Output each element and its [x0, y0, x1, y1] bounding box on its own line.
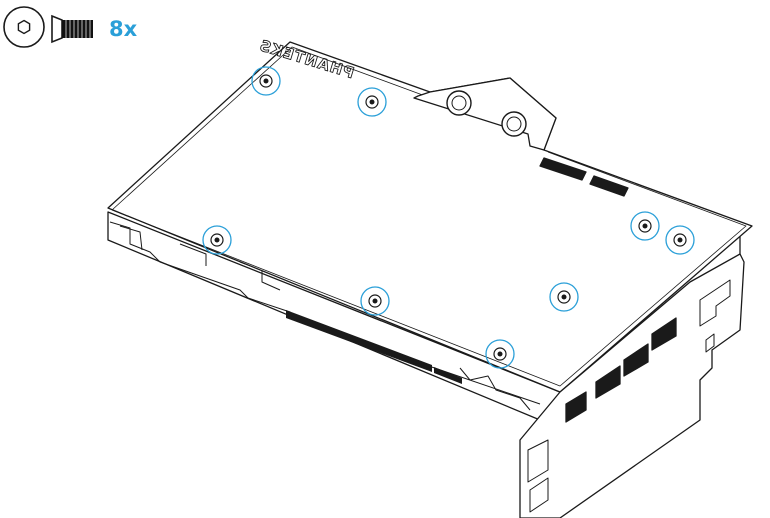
display-port-4	[651, 317, 677, 351]
screw-location	[665, 225, 695, 255]
screw-location	[630, 211, 660, 241]
screw-location	[357, 87, 387, 117]
screw-location	[251, 66, 281, 96]
port-fitting-1	[446, 90, 472, 116]
pcie-connector	[286, 310, 432, 372]
screw-location	[202, 225, 232, 255]
display-port-2	[595, 365, 621, 399]
hex-key-icon	[3, 6, 45, 48]
port-fitting-2	[501, 111, 527, 137]
screw-location	[549, 282, 579, 312]
screw-location	[360, 286, 390, 316]
gpu-assembly: PHANTEKS	[107, 36, 753, 518]
io-bracket	[519, 253, 745, 518]
display-port-3	[623, 343, 649, 377]
terminal-slot-1	[539, 157, 587, 181]
display-port-1	[565, 391, 587, 423]
countersunk-screw-icon	[51, 14, 93, 44]
screw-highlights	[202, 66, 695, 369]
terminal-slot-2	[589, 175, 629, 197]
screw-quantity-label: 8x	[109, 17, 138, 41]
screw-location	[485, 339, 515, 369]
